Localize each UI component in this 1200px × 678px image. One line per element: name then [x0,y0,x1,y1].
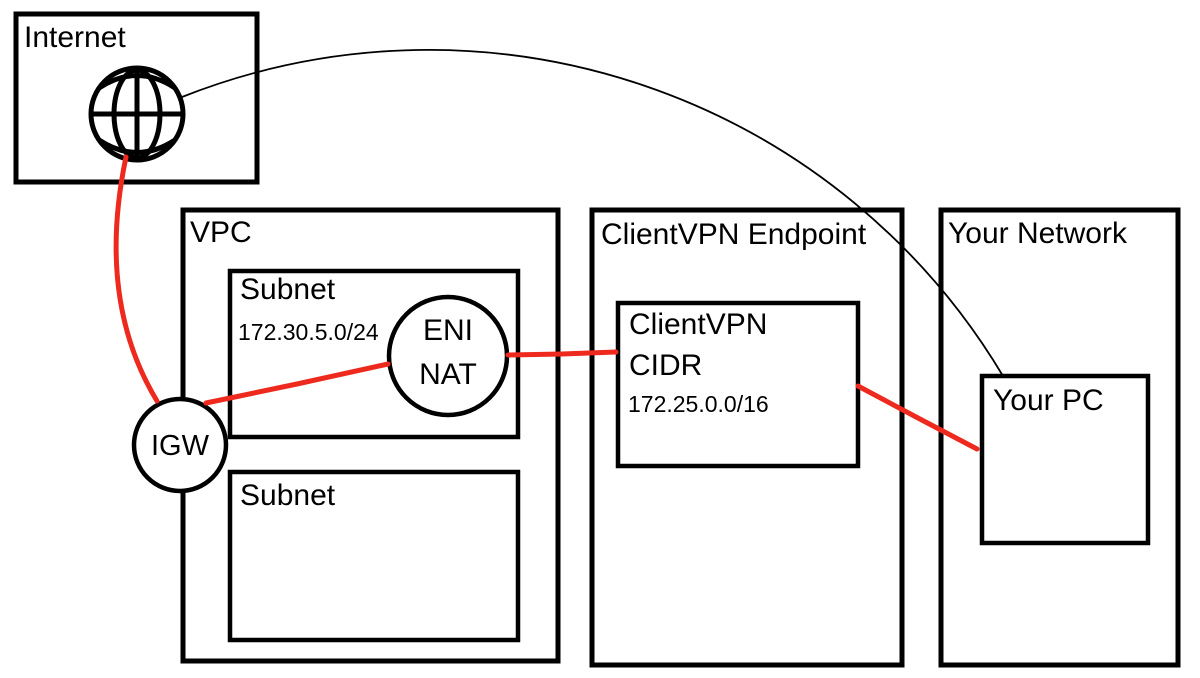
clientvpn-cidr-title: ClientVPN [629,308,767,341]
globe-icon [88,65,186,163]
clientvpn-cidr-value: 172.25.0.0/16 [628,391,769,417]
clientvpn-endpoint-label: ClientVPN Endpoint [601,218,867,251]
igw-label: IGW [151,430,210,462]
nat-label: NAT [419,358,477,391]
clientvpn-endpoint-group: ClientVPN Endpoint ClientVPN CIDR 172.25… [589,207,905,668]
igw-node: IGW [131,396,229,494]
internet-box [13,11,260,185]
internet-label: Internet [24,21,126,54]
igw-circle [131,396,229,494]
subnet-b-label: Subnet [240,479,336,512]
red-link-internet-igw [113,154,160,404]
your-pc-label: Your PC [993,384,1104,417]
vpn-traffic-path [113,154,980,452]
eni-nat-node: ENI NAT [386,294,510,418]
your-network-group: Your Network Your PC [938,207,1181,668]
subnet-a-label: Subnet [240,273,336,306]
vpc-label: VPC [190,216,252,249]
your-pc-box [979,373,1151,546]
your-network-box [938,207,1181,668]
clientvpn-endpoint-box [589,207,905,668]
subnet-a-cidr: 172.30.5.0/24 [238,319,379,345]
red-link-igw-eni [203,361,391,406]
vpc-group: VPC Subnet 172.30.5.0/24 Subnet [180,207,561,664]
eni-label: ENI [423,314,473,347]
clientvpn-cidr-subtitle: CIDR [629,349,702,382]
internet-group: Internet [13,11,260,185]
subnet-b-box [227,469,521,643]
your-network-label: Your Network [948,217,1128,250]
red-link-cidr-pc [855,383,980,452]
red-link-eni-cidr [505,349,619,358]
internet-to-pc-curve [181,49,1004,377]
